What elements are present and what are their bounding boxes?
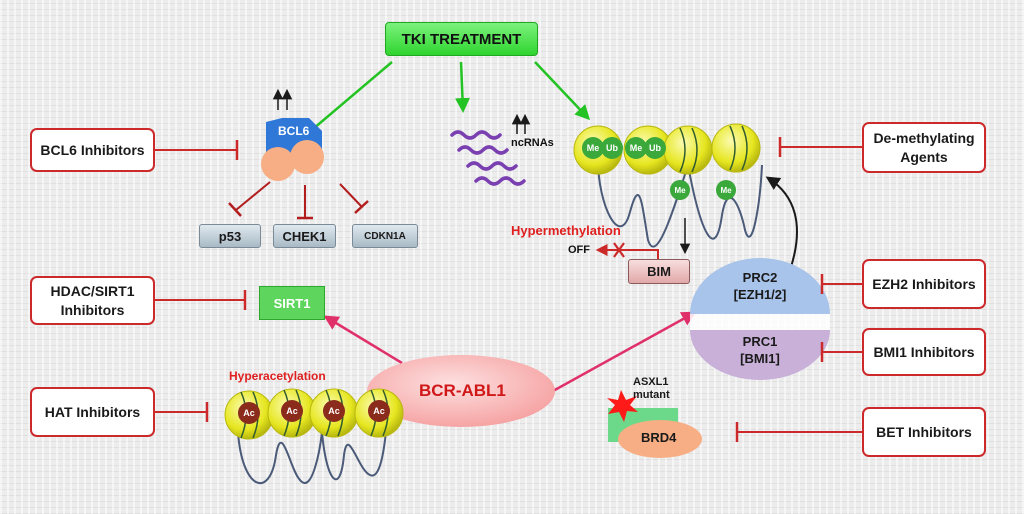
- tki-treatment-box: TKI TREATMENT: [385, 22, 538, 56]
- asxl1-label: ASXL1 mutant: [633, 376, 670, 402]
- gene-cdkn1a: CDKN1A: [352, 224, 418, 248]
- bcr-to-sirt1-arrow: [323, 315, 403, 365]
- ezh2-inhibitors-label: EZH2 Inhibitors: [872, 275, 976, 292]
- asxl1-mutation-star: [607, 390, 638, 422]
- ac-mark-3-label: Ac: [328, 406, 340, 416]
- acetylated-chromatin: [224, 388, 404, 485]
- ac-mark-4: Ac: [368, 400, 390, 422]
- off-label: OFF: [568, 244, 590, 256]
- bcl6-subunit-1: [261, 147, 295, 181]
- bet-inhibitors-label: BET Inhibitors: [876, 423, 972, 440]
- hdac-inhibitors-line2: Inhibitors: [60, 301, 125, 318]
- ac-mark-3: Ac: [323, 400, 345, 422]
- sirt1-label: SIRT1: [273, 295, 311, 311]
- bcr-abl1-label: BCR-ABL1: [419, 381, 506, 400]
- ncrna-strands: [450, 130, 526, 186]
- tki-treatment-label: TKI TREATMENT: [401, 30, 522, 48]
- prc2-label-line2: [EZH1/2]: [733, 286, 787, 302]
- gene-chek1: CHEK1: [273, 224, 336, 248]
- brd4-label: BRD4: [641, 430, 677, 445]
- prc2-label-line1: PRC2: [742, 270, 778, 285]
- asxl1-label-line2: mutant: [633, 389, 670, 402]
- me-mark-4-label: Me: [720, 185, 732, 195]
- bcl6-subunit-2: [290, 140, 324, 174]
- me-mark-1-label: Me: [586, 143, 600, 153]
- bcl6-repress-p53: [235, 181, 271, 211]
- prc2-label: PRC2 [EZH1/2]: [700, 270, 820, 304]
- prc-complex: [690, 258, 830, 380]
- me-mark-2: Me: [625, 137, 647, 159]
- ub-mark-2: Ub: [644, 137, 666, 159]
- tki-to-ncrna-arrow: [455, 61, 470, 113]
- brd4-protein: [618, 420, 702, 458]
- hdac-inhibitors-line1: HDAC/SIRT1: [50, 282, 135, 299]
- hat-inhibitors-box: HAT Inhibitors: [30, 387, 155, 437]
- demethylating-line2: Agents: [900, 148, 948, 165]
- demethylating-agents-box: De-methylating Agents: [862, 122, 986, 173]
- demethylating-line1: De-methylating: [873, 129, 975, 146]
- me-mark-2-label: Me: [629, 143, 643, 153]
- bcl6-repress-cdkn1a-bar: [354, 200, 369, 214]
- hdac-sirt1-inhibitors-box: HDAC/SIRT1 Inhibitors: [30, 276, 155, 325]
- ac-mark-1: Ac: [238, 402, 260, 424]
- prc2-to-chromatin-arrow: [765, 176, 798, 271]
- me-mark-4: Me: [716, 180, 736, 200]
- ezh2-inhibitors-box: EZH2 Inhibitors: [862, 259, 986, 309]
- prc1-label-line1: PRC1: [742, 334, 778, 349]
- bcr-to-prc-arrow: [552, 311, 697, 393]
- prc1-label: PRC1 [BMI1]: [700, 334, 820, 368]
- bcl6-label: BCL6: [278, 124, 310, 138]
- ub-mark-1-label: Ub: [606, 143, 618, 153]
- ncrnas-label: ncRNAs: [511, 137, 554, 149]
- me-mark-3: Me: [670, 180, 690, 200]
- hyperacetylation-label: Hyperacetylation: [229, 369, 326, 383]
- bcl6-repress-p53-bar: [228, 202, 242, 217]
- tki-to-chromatin-arrow: [534, 61, 591, 121]
- bcl6-repress-cdkn1a: [339, 183, 363, 208]
- ac-mark-4-label: Ac: [373, 406, 385, 416]
- me-mark-3-label: Me: [674, 185, 686, 195]
- ub-mark-1: Ub: [601, 137, 623, 159]
- bmi1-inhibitors-label: BMI1 Inhibitors: [873, 343, 975, 360]
- ac-mark-1-label: Ac: [243, 408, 255, 418]
- bcr-abl1-oncoprotein: [367, 355, 555, 427]
- bim-off-cross: [613, 242, 625, 258]
- bmi1-inhibitors-box: BMI1 Inhibitors: [862, 328, 986, 376]
- me-mark-1: Me: [582, 137, 604, 159]
- sirt1-box: SIRT1: [259, 286, 325, 320]
- hypermethylation-label: Hypermethylation: [511, 223, 621, 238]
- ac-mark-2-label: Ac: [286, 406, 298, 416]
- asxl1-label-line1: ASXL1: [633, 376, 669, 388]
- ac-mark-2: Ac: [281, 400, 303, 422]
- gene-chek1-label: CHEK1: [282, 228, 327, 244]
- prc1-label-line2: [BMI1]: [740, 350, 780, 366]
- bcl6-inhibitors-label: BCL6 Inhibitors: [40, 141, 145, 158]
- bet-inhibitors-box: BET Inhibitors: [862, 407, 986, 457]
- ub-mark-2-label: Ub: [649, 143, 661, 153]
- hat-inhibitors-label: HAT Inhibitors: [44, 403, 141, 420]
- bcl6-inhibitors-box: BCL6 Inhibitors: [30, 128, 155, 172]
- bim-label: BIM: [647, 264, 671, 279]
- bim-gene-box: BIM: [628, 259, 690, 284]
- gene-p53-label: p53: [218, 228, 242, 244]
- gene-cdkn1a-label: CDKN1A: [364, 230, 406, 242]
- gene-p53: p53: [199, 224, 261, 248]
